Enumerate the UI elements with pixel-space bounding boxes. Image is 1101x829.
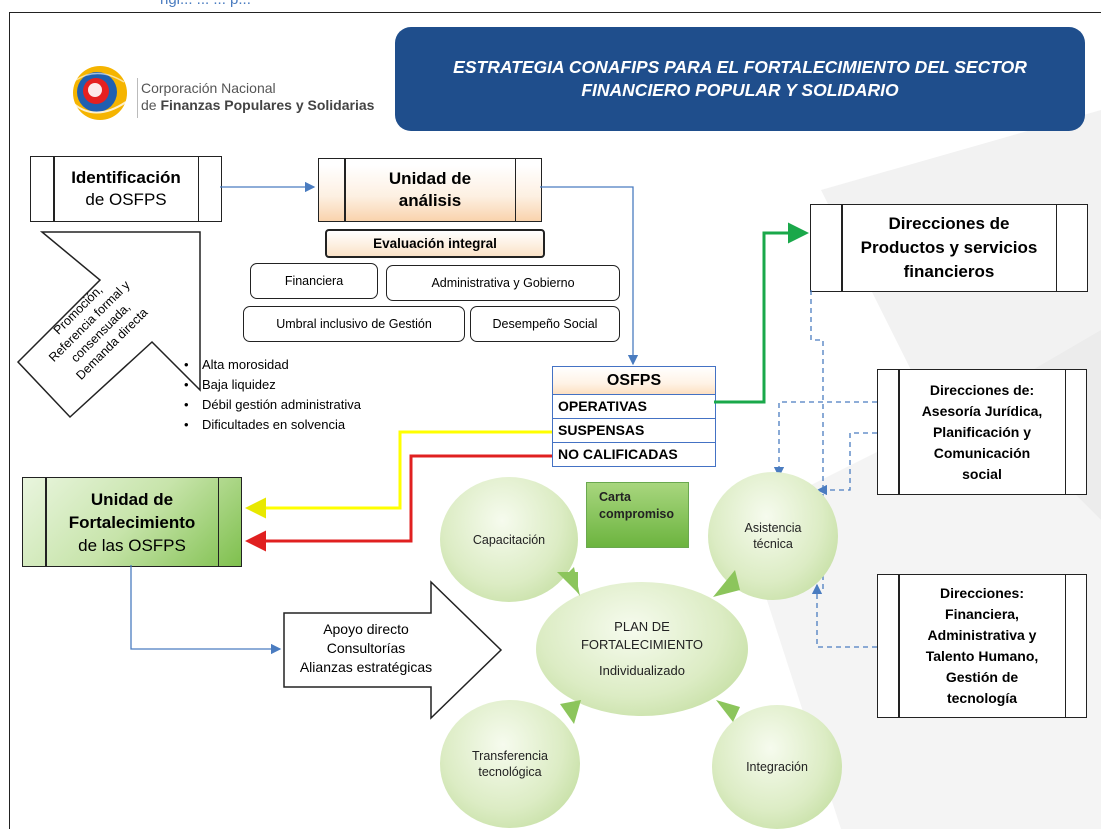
direcciones-financiera-box: Direcciones: Financiera, Administrativa … (877, 574, 1087, 718)
osfps-table-header: OSFPS (553, 367, 715, 394)
carta-line-1: Carta (599, 490, 631, 504)
bullet-item: Dificultades en solvencia (176, 415, 361, 435)
circle-capacitacion: Capacitación (440, 477, 578, 602)
osfps-row-operativas: OPERATIVAS (553, 394, 715, 418)
pill-financiera: Financiera (250, 263, 378, 299)
unidad-fortalecimiento-line-2: Fortalecimiento (68, 512, 196, 532)
identificacion-box: Identificación de OSFPS (30, 156, 222, 222)
direcciones-asesoria-box: Direcciones de: Asesoría Jurídica, Plani… (877, 369, 1087, 495)
apoyo-line-2: Consultorías (326, 640, 406, 656)
apoyo-line-3: Alianzas estratégicas (299, 659, 433, 675)
direcciones-asesoria-line-3: Planificación y (932, 423, 1032, 440)
pill-umbral: Umbral inclusivo de Gestión (243, 306, 465, 342)
logo-line-2-prefix: de (141, 97, 161, 113)
logo-line-1: Corporación Nacional (141, 80, 276, 96)
pill-administrativa: Administrativa y Gobierno (386, 265, 620, 301)
unidad-analisis-line-1: Unidad de (388, 169, 472, 188)
asistencia-line-1: Asistencia (744, 521, 802, 535)
apoyo-arrow-text: Apoyo directo Consultorías Alianzas estr… (286, 620, 446, 677)
risk-bullet-list: Alta morosidad Baja liquidez Débil gesti… (176, 355, 361, 435)
title-banner: ESTRATEGIA CONAFIPS PARA EL FORTALECIMIE… (395, 27, 1085, 131)
conafips-logo-icon (73, 66, 127, 120)
bullet-item: Débil gestión administrativa (176, 395, 361, 415)
unidad-fortalecimiento-line-3: de las OSFPS (78, 535, 186, 555)
direcciones-financiera-line-2: Financiera, (945, 606, 1019, 622)
slide-top-caption: ngi... ... ... p... (160, 0, 251, 8)
direcciones-productos-line-2: Productos y servicios (860, 238, 1038, 257)
asistencia-line-2: técnica (753, 537, 793, 551)
unidad-fortalecimiento-box: Unidad de Fortalecimiento de las OSFPS (22, 477, 242, 567)
transferencia-line-2: tecnológica (478, 765, 542, 779)
direcciones-asesoria-line-1: Direcciones de: (929, 381, 1035, 398)
direcciones-asesoria-line-5: social (962, 465, 1002, 482)
carta-line-2: compromiso (599, 507, 675, 521)
arrow-transferencia-icon (560, 700, 581, 724)
direcciones-asesoria-line-2: Asesoría Jurídica, (921, 402, 1043, 419)
circle-transferencia-tecnologica: Transferencia tecnológica (440, 700, 580, 828)
unidad-analisis-box: Unidad de análisis (318, 158, 542, 222)
pill-desempeno: Desempeño Social (470, 306, 620, 342)
osfps-classification-table: OSFPS OPERATIVAS SUSPENSAS NO CALIFICADA… (552, 366, 716, 467)
logo-line-2-bold: Finanzas Populares y Solidarias (160, 97, 375, 113)
unidad-analisis-line-2: análisis (398, 191, 462, 210)
logo-divider (137, 78, 138, 118)
apoyo-arrow-shape (283, 580, 503, 720)
identificacion-sub: de OSFPS (85, 190, 167, 209)
logo-line-2: de Finanzas Populares y Solidarias (141, 97, 374, 114)
bullet-item: Baja liquidez (176, 375, 361, 395)
direcciones-financiera-line-1: Direcciones: (939, 585, 1025, 601)
bullet-item: Alta morosidad (176, 355, 361, 375)
circle-plan-fortalecimiento: PLAN DE FORTALECIMIENTO Individualizado (536, 582, 748, 716)
logo-text: Corporación Nacional de Finanzas Popular… (141, 80, 374, 114)
direcciones-asesoria-line-4: Comunicación (933, 444, 1031, 461)
direcciones-productos-line-3: financieros (903, 262, 995, 281)
osfps-row-no-calificadas: NO CALIFICADAS (553, 442, 715, 466)
promotion-arrow-shape (16, 231, 201, 419)
carta-compromiso-box: Carta compromiso (586, 482, 689, 548)
arrow-asistencia-icon (713, 570, 740, 597)
circle-integracion: Integración (712, 705, 842, 829)
plan-line-1: PLAN DE (614, 619, 670, 634)
direcciones-financiera-line-3: Administrativa y (927, 627, 1037, 643)
direcciones-productos-box: Direcciones de Productos y servicios fin… (810, 204, 1088, 292)
direcciones-productos-line-1: Direcciones de (888, 214, 1010, 233)
apoyo-line-1: Apoyo directo (323, 621, 409, 637)
identificacion-title: Identificación (71, 168, 181, 187)
arrow-integracion-icon (716, 700, 740, 722)
plan-line-2: FORTALECIMIENTO (580, 637, 704, 652)
unidad-fortalecimiento-line-1: Unidad de (90, 489, 174, 509)
direcciones-financiera-line-6: tecnología (946, 690, 1017, 706)
evaluacion-integral-label: Evaluación integral (325, 229, 545, 258)
osfps-row-suspensas: SUSPENSAS (553, 418, 715, 442)
banner-line-2: FINANCIERO POPULAR Y SOLIDARIO (581, 80, 899, 100)
direcciones-financiera-line-5: Gestión de (945, 669, 1019, 685)
banner-line-1: ESTRATEGIA CONAFIPS PARA EL FORTALECIMIE… (453, 57, 1027, 77)
transferencia-line-1: Transferencia (472, 749, 548, 763)
plan-line-3: Individualizado (598, 663, 685, 678)
direcciones-financiera-line-4: Talento Humano, (925, 648, 1039, 664)
